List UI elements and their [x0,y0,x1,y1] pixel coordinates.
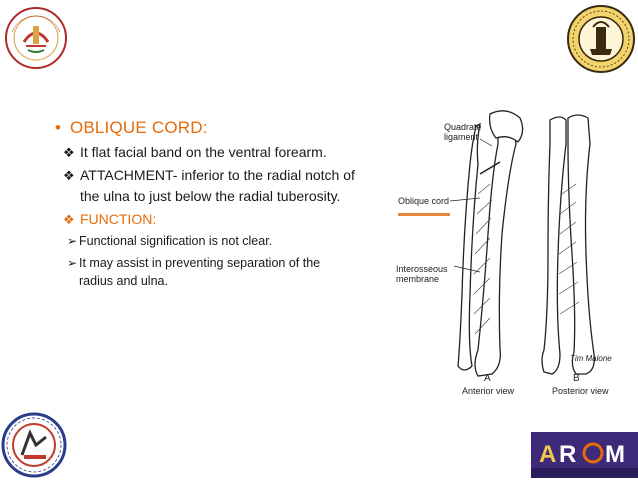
list-item: ❖ It flat facial band on the ventral for… [63,142,363,163]
arom-logo: A R M [531,432,638,478]
section-heading: • OBLIQUE CORD: [55,118,208,138]
arrow-bullet-icon: ➢ [67,256,78,270]
list-item-text: FUNCTION: [80,211,157,227]
arrow-bullet-icon: ➢ [67,234,78,248]
sub-list-item: ➢ It may assist in preventing separation… [67,254,329,290]
bullet-list: ❖ It flat facial band on the ventral for… [63,142,363,290]
heading-bullet: • [55,118,62,137]
faculty-logo [4,2,68,74]
view-b-caption: Posterior view [552,386,609,396]
svg-text:M: M [605,441,625,468]
view-b-letter: B [573,373,580,384]
sub-list-item-text: It may assist in preventing separation o… [79,256,321,288]
oblique-cord-label: Oblique cord [398,196,450,206]
diamond-bullet-icon: ❖ [63,168,75,183]
forearm-illustration: Quadrate ligament Oblique cord Interosse… [380,104,630,404]
university-logo [566,1,636,77]
quadrate-ligament-label: Quadrate ligament [444,122,482,142]
svg-text:R: R [559,441,576,468]
sub-list-item: ➢ Functional signification is not clear. [67,232,363,250]
view-a-caption: Anterior view [462,386,515,396]
highlight-bar [398,213,450,216]
heading-text: OBLIQUE CORD: [69,118,208,137]
sub-list-item-text: Functional signification is not clear. [79,234,273,248]
diamond-bullet-icon: ❖ [63,212,75,227]
list-item: ❖ FUNCTION: [63,209,363,230]
view-a-letter: A [484,373,491,384]
diamond-bullet-icon: ❖ [63,145,75,160]
list-item-text: ATTACHMENT- inferior to the radial notch… [80,167,355,204]
svg-text:A: A [539,441,556,468]
list-item: ❖ ATTACHMENT- inferior to the radial not… [63,165,363,207]
signature-label: Tim Malone [570,354,612,363]
list-item-text: It flat facial band on the ventral forea… [80,144,327,160]
association-logo [0,411,68,478]
interosseous-membrane-label: Interosseous membrane [396,264,448,284]
